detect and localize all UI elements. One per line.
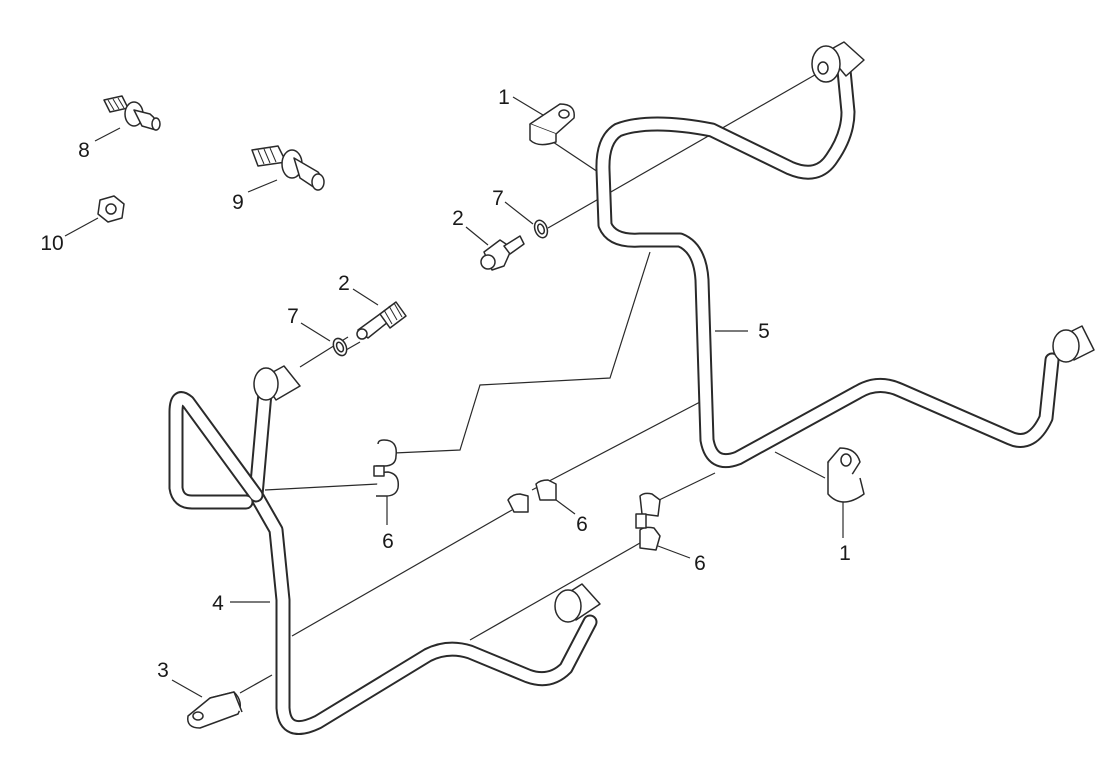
pipe-part-5 — [595, 52, 1060, 469]
callout-6-center: 6 — [576, 513, 588, 536]
o-ring-part-7-center — [533, 219, 549, 239]
pipe-part-4 — [248, 385, 598, 736]
pipe-end-fitting-right — [1052, 325, 1095, 363]
callout-7-center: 7 — [492, 187, 504, 210]
clip-part-6-center — [507, 479, 557, 513]
callout-2-left: 2 — [338, 272, 350, 295]
callout-4: 4 — [212, 592, 224, 615]
clamp-part-3 — [187, 691, 243, 729]
callout-10: 10 — [40, 232, 63, 255]
callout-6-left: 6 — [382, 530, 394, 553]
callout-1-top: 1 — [498, 86, 510, 109]
pipe-loop — [168, 391, 264, 510]
callout-labels: 1 1 2 2 3 4 5 6 6 6 7 7 8 9 10 — [40, 86, 851, 682]
adapter-part-2-center — [480, 235, 525, 271]
clamp-part-1-right — [827, 447, 865, 503]
clip-part-6-right — [635, 492, 661, 551]
callout-2-center: 2 — [452, 207, 464, 230]
callout-9: 9 — [232, 191, 244, 214]
adapter-part-2-left — [356, 301, 407, 340]
nut-part-10 — [97, 195, 125, 223]
clamp-part-1-top — [529, 103, 575, 146]
callout-3: 3 — [157, 659, 169, 682]
callout-5: 5 — [758, 320, 770, 343]
pipe-end-fitting-bottom — [554, 583, 601, 623]
callout-1-right: 1 — [839, 542, 851, 565]
callout-6-right: 6 — [694, 552, 706, 575]
stud-part-8 — [103, 95, 161, 131]
leader-lines — [64, 71, 844, 698]
clip-part-6-left — [373, 439, 400, 497]
pipe-end-fitting-top-right — [811, 41, 865, 83]
callout-8: 8 — [78, 139, 90, 162]
bolt-part-9 — [251, 145, 325, 191]
pipe-end-fitting-left — [253, 365, 301, 401]
o-ring-part-7-left — [332, 337, 348, 357]
callout-7-left: 7 — [287, 305, 299, 328]
